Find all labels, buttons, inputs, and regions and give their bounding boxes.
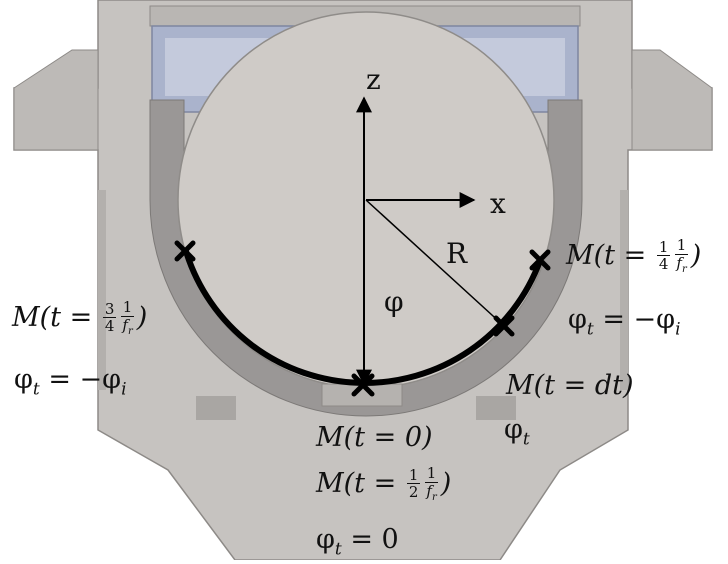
label-dt-phi: φt xyxy=(504,416,530,448)
den: f xyxy=(676,253,682,272)
label-bottom-time-zero: M(t = 0) xyxy=(316,422,433,453)
phi-sub: t xyxy=(32,379,40,400)
den: f xyxy=(426,481,432,500)
text: ) xyxy=(136,302,148,334)
den: f xyxy=(122,315,128,334)
phi: φ xyxy=(568,304,587,335)
right-recess xyxy=(620,190,628,390)
phi: φ xyxy=(316,524,335,555)
text: M(t = xyxy=(566,240,655,272)
marker-right-quarter xyxy=(529,249,551,271)
label-dt-time: M(t = dt) xyxy=(506,370,634,401)
den-sub: r xyxy=(431,491,437,503)
bottom-slot-right xyxy=(476,396,516,420)
phi: φ xyxy=(14,364,33,395)
num: 1 xyxy=(656,237,671,257)
text: M(t = xyxy=(12,302,101,334)
value: = −φ xyxy=(39,364,122,395)
marker-bottom xyxy=(351,373,375,397)
phi-sub: t xyxy=(334,539,342,560)
z-axis-label: z xyxy=(366,63,381,96)
phi-sub: t xyxy=(586,319,594,340)
label-right-quarter-phi: φt = −φi xyxy=(568,306,681,338)
left-recess xyxy=(98,190,106,390)
label-left-three-quarter-phi: φt = −φi xyxy=(14,366,127,398)
num: 3 xyxy=(102,299,117,319)
left-flange xyxy=(13,49,99,151)
phi-sub: t xyxy=(522,429,530,450)
text: ) xyxy=(440,468,452,500)
label-bottom-phi: φt = 0 xyxy=(316,526,399,558)
radius-label: R xyxy=(446,237,468,270)
right-flange xyxy=(631,49,713,151)
bottom-slot-left xyxy=(196,396,236,420)
angle-label: φ xyxy=(384,285,404,318)
phi: φ xyxy=(504,414,523,445)
den-sub: r xyxy=(127,325,133,337)
den: 2 xyxy=(408,483,419,502)
value: = 0 xyxy=(341,524,399,555)
num: 1 xyxy=(424,464,439,483)
value-sub: i xyxy=(675,319,681,340)
num: 1 xyxy=(120,298,135,317)
text: M(t = xyxy=(316,468,405,500)
den-sub: r xyxy=(681,263,687,275)
text: ) xyxy=(690,240,702,272)
den: 4 xyxy=(104,317,115,336)
value-sub: i xyxy=(121,379,127,400)
radius-line xyxy=(365,199,505,327)
den: 4 xyxy=(658,255,669,274)
num: 1 xyxy=(406,465,421,485)
num: 1 xyxy=(674,236,689,255)
marker-left-three-quarter xyxy=(174,240,196,262)
x-axis-label: x xyxy=(490,187,506,220)
marker-dt xyxy=(493,315,515,337)
value: = −φ xyxy=(593,304,676,335)
